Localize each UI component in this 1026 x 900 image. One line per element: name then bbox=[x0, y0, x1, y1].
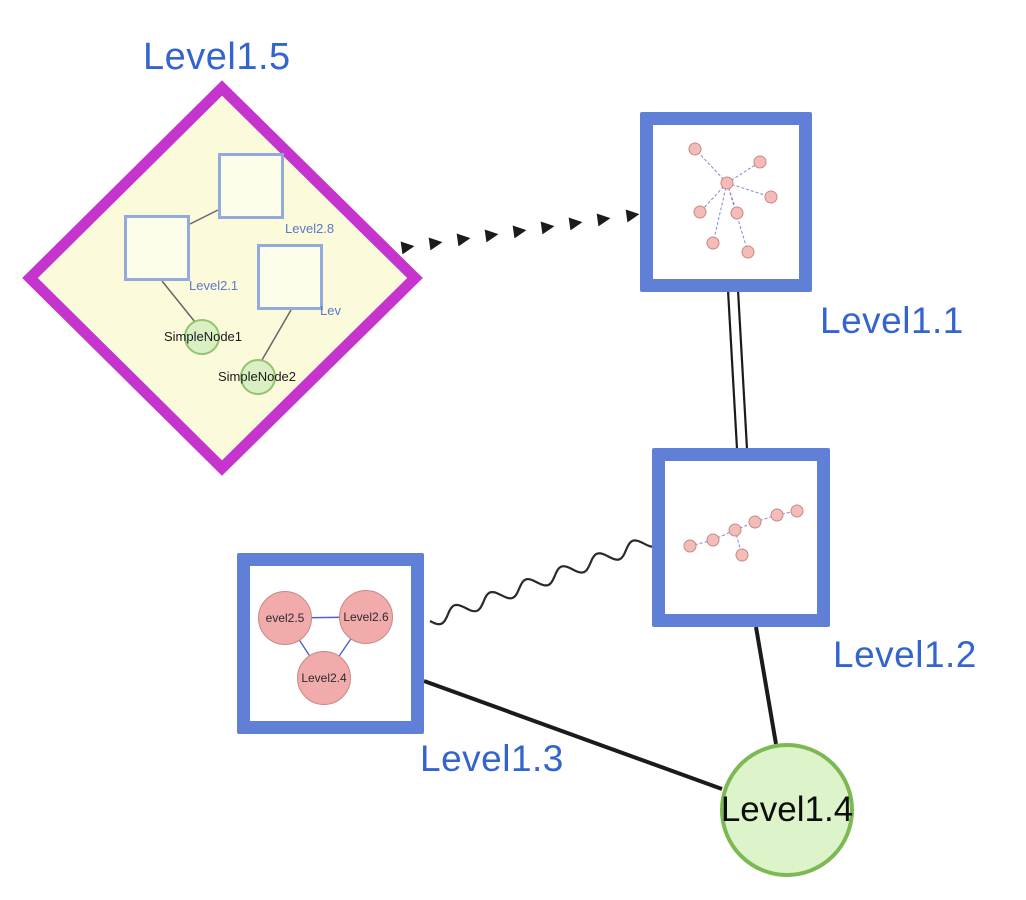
label-level2-1: Level2.1 bbox=[189, 278, 239, 293]
subgraph-edge bbox=[689, 539, 714, 547]
edge-level21-level28 bbox=[189, 209, 219, 225]
subgraph-node[interactable] bbox=[764, 190, 778, 204]
node-level2-6[interactable]: Level2.6 bbox=[339, 590, 393, 644]
edge-level11-level12[interactable] bbox=[726, 289, 749, 450]
subgraph-node[interactable] bbox=[735, 548, 749, 562]
level12-subgraph bbox=[683, 504, 804, 562]
label-simplenode2: SimpleNode2 bbox=[217, 369, 297, 384]
subgraph-node[interactable] bbox=[720, 176, 734, 190]
subgraph-node[interactable] bbox=[790, 504, 804, 518]
node-level12[interactable] bbox=[652, 448, 830, 627]
subgraph-node[interactable] bbox=[706, 236, 720, 250]
subgraph-node[interactable] bbox=[688, 142, 702, 156]
subgraph-node[interactable] bbox=[770, 508, 784, 522]
subgraph-node[interactable] bbox=[693, 205, 707, 219]
label-level2-8: Level2.8 bbox=[285, 221, 335, 236]
edge-line bbox=[736, 289, 749, 450]
node-level14[interactable] bbox=[720, 743, 854, 877]
level11-subgraph bbox=[688, 142, 778, 259]
node-level13[interactable]: evel2.5 Level2.6 Level2.4 bbox=[237, 553, 424, 734]
node-level15[interactable] bbox=[22, 80, 423, 476]
subgraph-node[interactable] bbox=[730, 206, 744, 220]
node-level2-8[interactable] bbox=[218, 153, 284, 219]
subgraph-node[interactable] bbox=[706, 533, 720, 547]
subgraph-edge bbox=[726, 161, 761, 184]
node-level2-5[interactable]: evel2.5 bbox=[258, 591, 312, 645]
subgraph-node[interactable] bbox=[753, 155, 767, 169]
node-level2-4[interactable]: Level2.4 bbox=[297, 651, 351, 705]
subgraph-node[interactable] bbox=[748, 515, 762, 529]
subgraph-node[interactable] bbox=[741, 245, 755, 259]
subgraph-node[interactable] bbox=[683, 539, 697, 553]
edge-level12-level14[interactable] bbox=[754, 626, 778, 745]
label-level12: Level1.2 bbox=[833, 634, 977, 675]
label-level11: Level1.1 bbox=[820, 300, 964, 341]
edge-line bbox=[726, 289, 739, 450]
node-lev[interactable] bbox=[257, 244, 323, 310]
subgraph-edge bbox=[726, 182, 772, 198]
edge-level21-simplenode1 bbox=[161, 280, 196, 323]
subgraph-edge bbox=[694, 148, 728, 184]
node-simplenode1[interactable] bbox=[184, 319, 220, 355]
label-level14: Level1.4 bbox=[720, 790, 854, 829]
node-simplenode2[interactable] bbox=[240, 359, 276, 395]
edge-level13-level14[interactable] bbox=[423, 679, 723, 791]
node-level2-1[interactable] bbox=[124, 215, 190, 281]
subgraph-edge bbox=[699, 182, 728, 213]
node-level11[interactable] bbox=[640, 112, 812, 292]
label-lev: Lev bbox=[320, 303, 341, 318]
subgraph-edge bbox=[754, 514, 778, 523]
subgraph-edge bbox=[712, 182, 728, 244]
edge-level15-level11[interactable] bbox=[400, 209, 640, 255]
subgraph-node[interactable] bbox=[728, 523, 742, 537]
label-simplenode1: SimpleNode1 bbox=[163, 329, 243, 344]
label-level13: Level1.3 bbox=[420, 738, 564, 779]
edge-lev-simplenode2 bbox=[261, 309, 292, 361]
label-level15: Level1.5 bbox=[143, 36, 291, 78]
edge-level13-level12[interactable] bbox=[429, 539, 654, 626]
